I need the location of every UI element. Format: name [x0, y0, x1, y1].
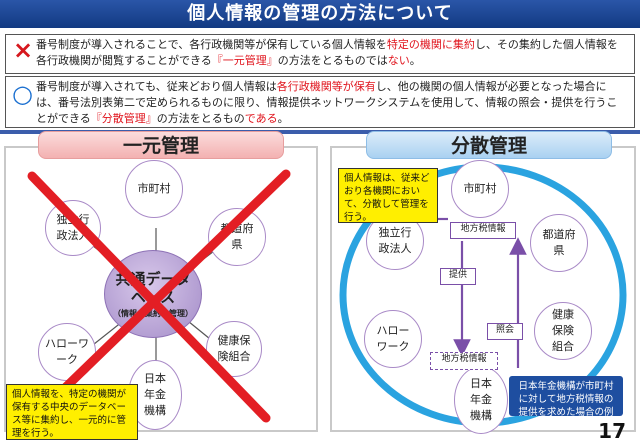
note-segment: し、その集約した個人情報を各行政機関が閲覧することができる — [36, 38, 618, 67]
note-centralized: × 番号制度が導入されることで、各行政機関等が保有している個人情報を特定の機関に… — [5, 34, 635, 74]
note-segment: 。 — [409, 54, 421, 67]
note-segment: 。 — [277, 112, 289, 125]
node-municipality: 市町村 — [451, 160, 509, 218]
database-subtitle: （情報の集約・管理） — [113, 308, 193, 318]
note-segment: 番号制度が導入されても、従来どおり個人情報は — [36, 80, 277, 93]
circle-mark-icon: ○ — [12, 80, 33, 108]
right-panel-header: 分散管理 — [366, 131, 612, 159]
inquiry-label: 照会 — [487, 323, 523, 340]
note-segment: 番号制度が導入されることで、各行政機関等が保有している個人情報を — [36, 38, 387, 51]
note-segment: し、他の機関の個人情報が必要となった場合には、番号法別表第二で定められるものに限… — [36, 80, 618, 125]
right-explanation-note: 個人情報は、従来どおり各機関において、分散して管理を行う。 — [338, 168, 438, 223]
tag-local-tax-source: 地方税情報 — [450, 222, 516, 239]
page-number: 17 — [598, 419, 626, 443]
highlight-text: 『一元管理』 — [211, 54, 278, 67]
node-municipality: 市町村 — [125, 160, 183, 218]
highlight-text: である — [244, 112, 278, 125]
tag-local-tax-dest: 地方税情報 — [430, 352, 498, 370]
example-note: 日本年金機構が市町村に対して地方税情報の提供を求めた場合の例 — [509, 376, 623, 418]
divider — [0, 130, 640, 134]
note-text: 番号制度が導入されることで、各行政機関等が保有している個人情報を特定の機関に集約… — [36, 38, 618, 67]
note-segment: の方法をとるものでは — [277, 54, 388, 67]
node-health-insurance: 健康保険組合 — [534, 302, 592, 360]
note-text: 番号制度が導入されても、従来どおり個人情報は各行政機関等が保有し、他の機関の個人… — [36, 80, 617, 125]
left-panel-header: 一元管理 — [38, 131, 284, 159]
highlight-text: ない — [387, 54, 410, 67]
provide-label: 提供 — [440, 268, 476, 285]
left-explanation-note: 個人情報を、特定の機関が保有する中央のデータベース等に集約し、一元的に管理を行う… — [6, 384, 138, 440]
big-cross-icon — [27, 169, 291, 423]
node-prefecture: 都道府県 — [530, 214, 588, 272]
cross-mark-icon: × — [13, 36, 34, 64]
page-title: 個人情報の管理の方法について — [0, 0, 640, 28]
note-segment: の方法をとるもの — [156, 112, 245, 125]
node-hello-work: ハローワーク — [364, 310, 422, 368]
note-distributed: ○ 番号制度が導入されても、従来どおり個人情報は各行政機関等が保有し、他の機関の… — [5, 76, 635, 128]
highlight-text: 各行政機関等が保有 — [276, 80, 376, 93]
highlight-text: 特定の機関に集約 — [386, 38, 475, 51]
highlight-text: 『分散管理』 — [90, 112, 157, 125]
